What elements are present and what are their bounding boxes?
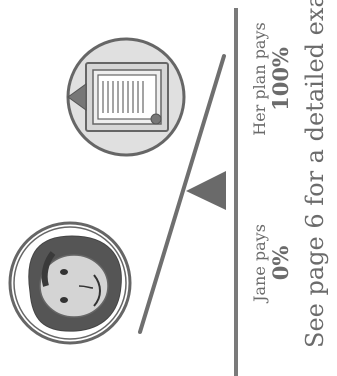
plan-percent: 100% (267, 47, 293, 111)
fulcrum-triangle-icon (186, 171, 226, 210)
jane-percent: 0% (267, 245, 293, 281)
plan-pays-text: Her plan pays (250, 22, 270, 136)
plan-document-icon (66, 37, 186, 157)
page-reference-note: See page 6 for a detailed example. (301, 0, 329, 348)
jane-portrait-icon (8, 221, 132, 345)
seesaw-plank (138, 54, 226, 334)
jane-pays-label: Jane pays 0% (242, 203, 302, 323)
jane-pays-text: Jane pays (250, 224, 270, 302)
plan-pays-label: Her plan pays 100% (242, 19, 302, 139)
